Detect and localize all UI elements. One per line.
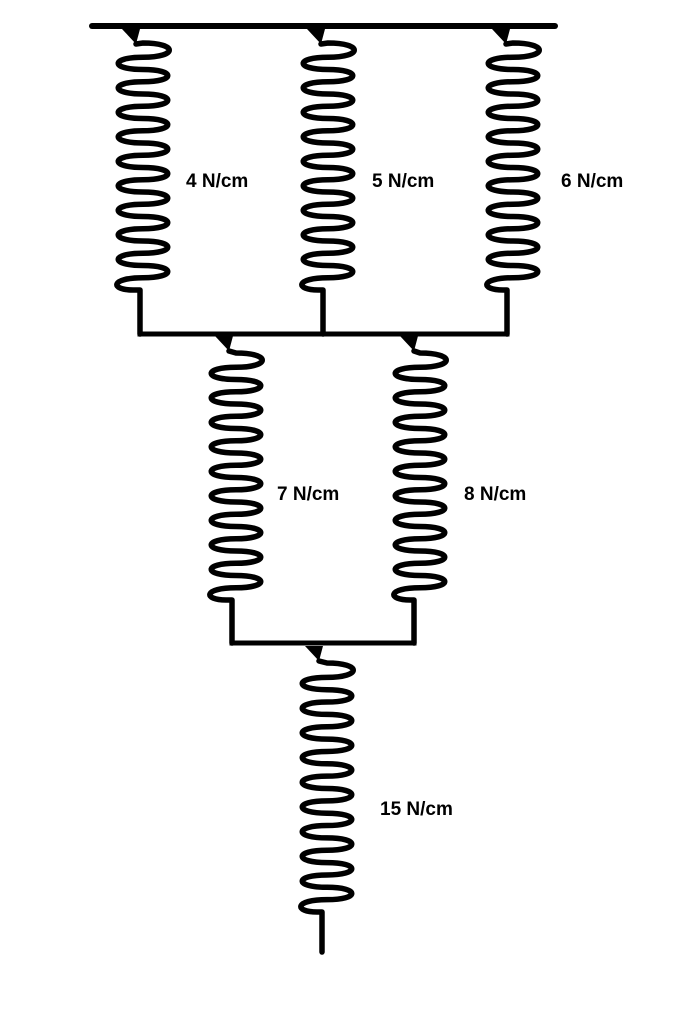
spring-1 bbox=[114, 29, 172, 337]
spring-coil bbox=[207, 348, 265, 646]
spring-4 bbox=[207, 336, 265, 646]
spring-label-7: 7 N/cm bbox=[277, 484, 339, 505]
spring-coil bbox=[484, 40, 542, 337]
spring-label-5: 5 N/cm bbox=[372, 171, 434, 192]
spring-anchor bbox=[122, 29, 140, 44]
spring-anchor bbox=[400, 336, 418, 351]
spring-5 bbox=[391, 336, 449, 646]
spring-label-15: 15 N/cm bbox=[380, 799, 453, 820]
spring-6 bbox=[298, 646, 356, 955]
spring-label-4: 4 N/cm bbox=[186, 171, 248, 192]
spring-3 bbox=[484, 29, 542, 337]
spring-anchor bbox=[215, 336, 233, 351]
spring-coil bbox=[391, 348, 449, 646]
spring-coil bbox=[114, 40, 172, 337]
connector-bar-2 bbox=[229, 604, 417, 646]
spring-anchor bbox=[492, 29, 510, 44]
spring-coil bbox=[298, 658, 356, 955]
spring-2 bbox=[299, 29, 357, 337]
spring-label-6: 6 N/cm bbox=[561, 171, 623, 192]
spring-anchor bbox=[305, 646, 323, 661]
spring-label-8: 8 N/cm bbox=[464, 484, 526, 505]
spring-anchor bbox=[307, 29, 325, 44]
spring-coil bbox=[299, 40, 357, 337]
